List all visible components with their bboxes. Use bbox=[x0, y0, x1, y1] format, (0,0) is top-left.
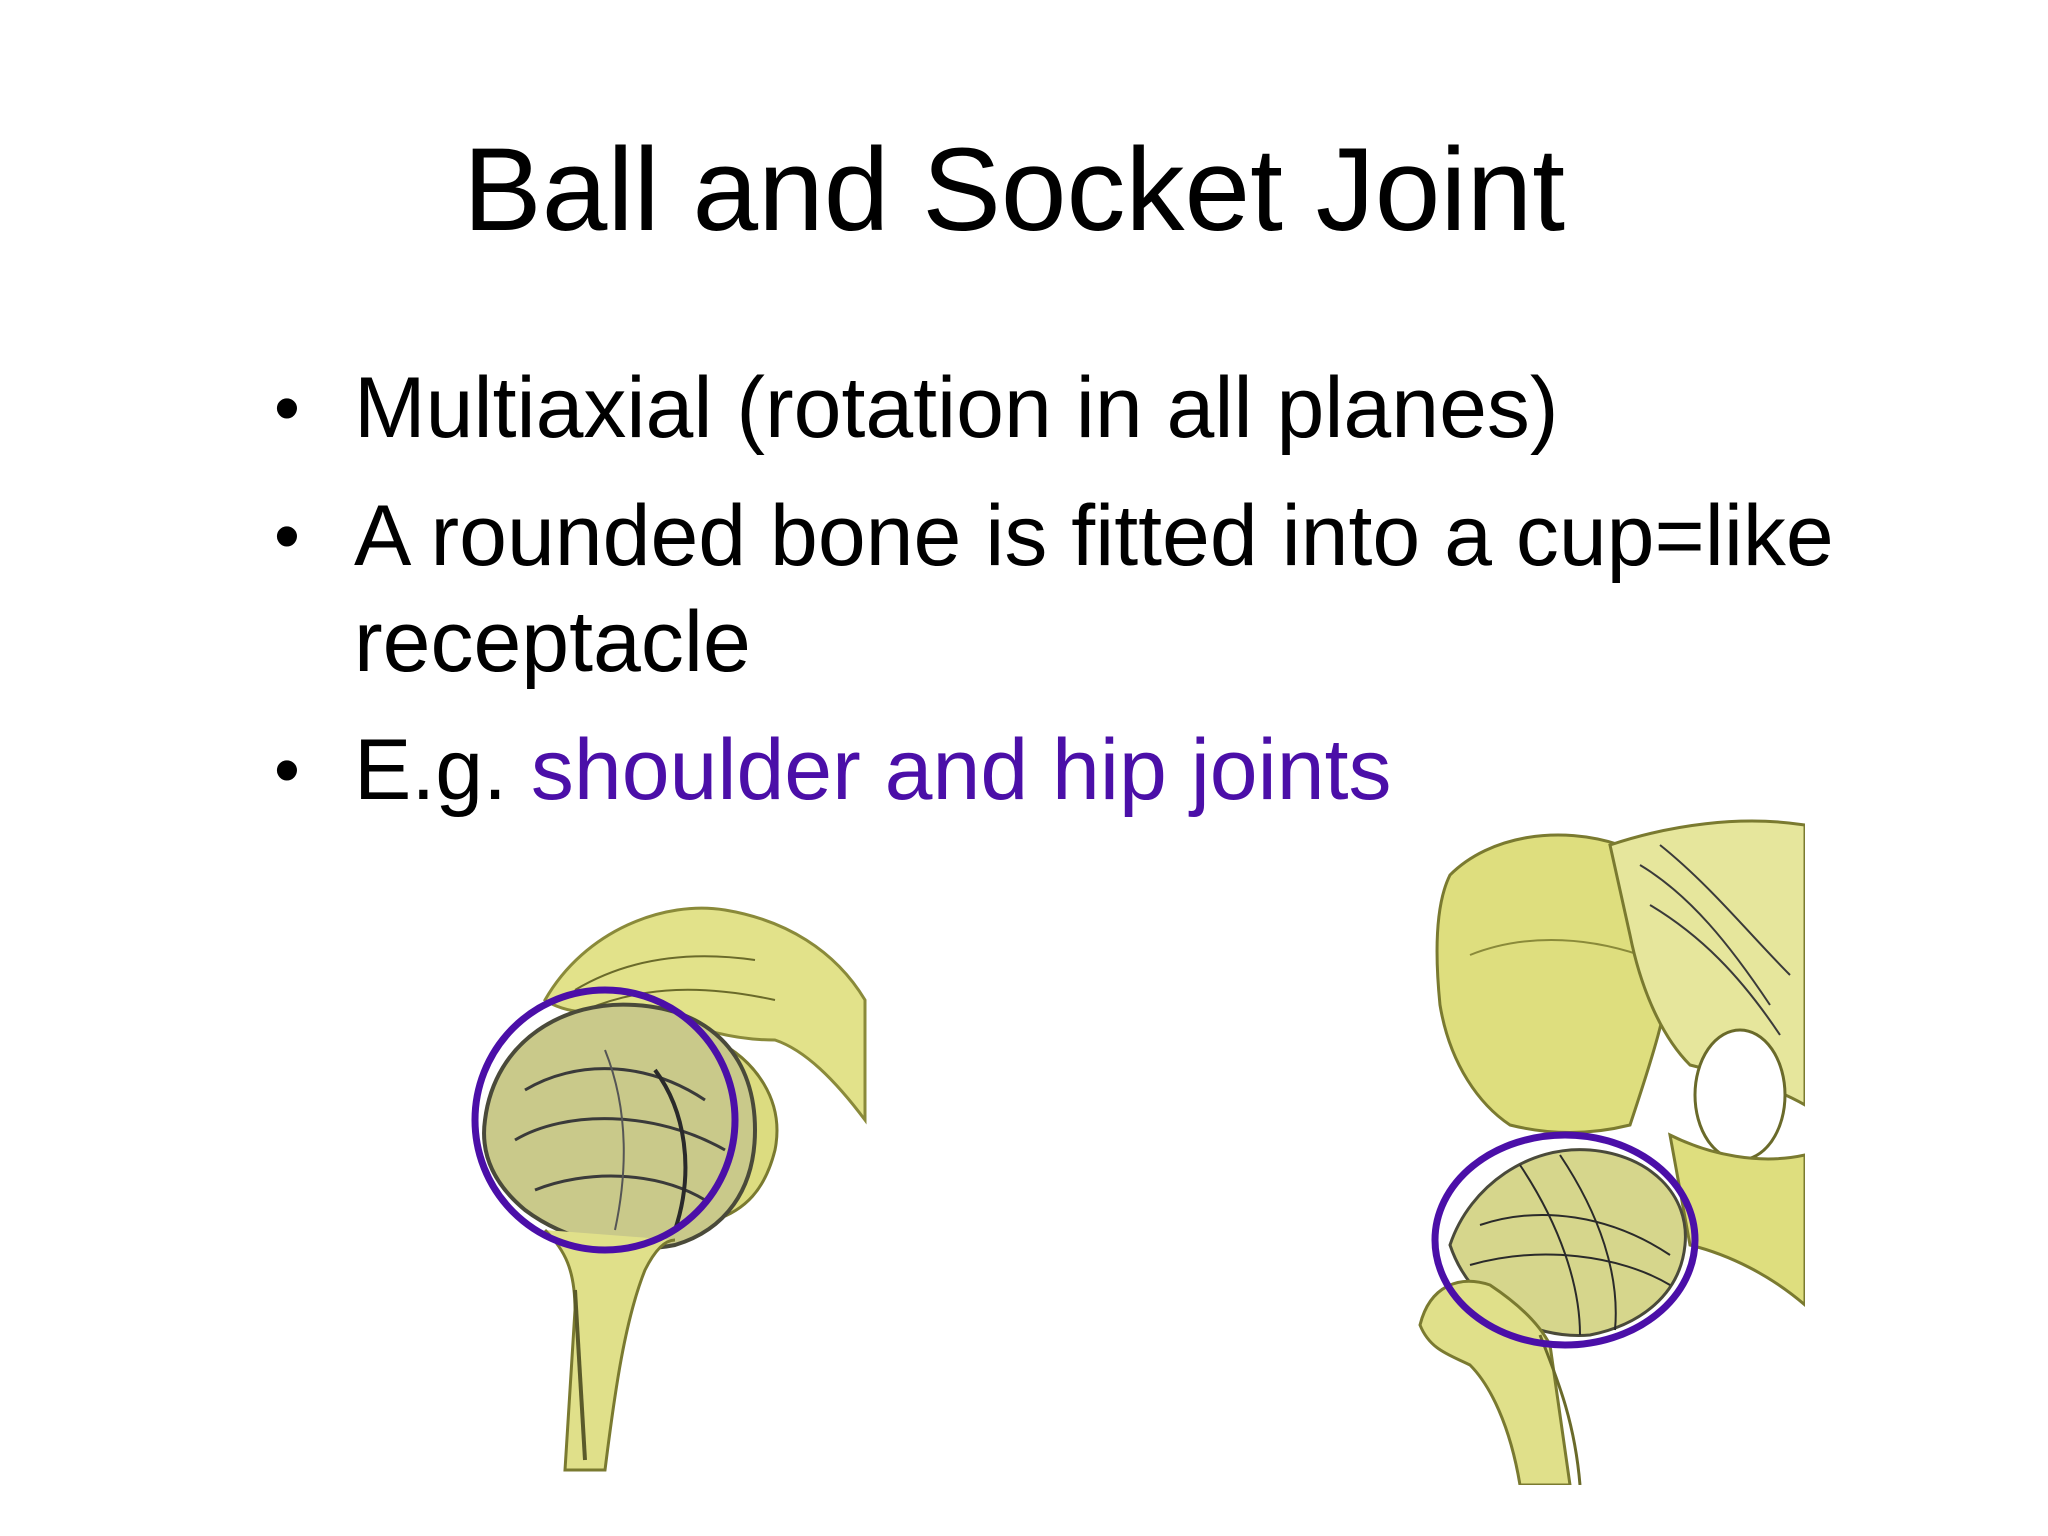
hip-joint-icon bbox=[1418, 819, 1805, 1485]
bullet-item: • A rounded bone is fitted into a cup=li… bbox=[268, 483, 1988, 695]
slide-title: Ball and Socket Joint bbox=[463, 124, 1565, 256]
bullet-glyph: • bbox=[274, 366, 300, 449]
bullet-text: A rounded bone is fitted into a cup=like… bbox=[354, 488, 1834, 690]
bullet-glyph: • bbox=[274, 494, 300, 577]
bullet-item: • Multiaxial (rotation in all planes) bbox=[268, 355, 1988, 461]
shoulder-joint-illustration bbox=[455, 890, 875, 1480]
bullet-text: Multiaxial (rotation in all planes) bbox=[354, 360, 1559, 456]
bullet-text: E.g. bbox=[354, 722, 531, 818]
bullet-item: • E.g. shoulder and hip joints bbox=[268, 717, 1988, 823]
hip-joint-illustration bbox=[1410, 805, 1805, 1485]
bullet-highlight-text: shoulder and hip joints bbox=[530, 722, 1392, 818]
bullet-list: • Multiaxial (rotation in all planes) • … bbox=[268, 355, 1988, 845]
shoulder-joint-icon bbox=[471, 906, 867, 1472]
bullet-glyph: • bbox=[274, 728, 300, 811]
